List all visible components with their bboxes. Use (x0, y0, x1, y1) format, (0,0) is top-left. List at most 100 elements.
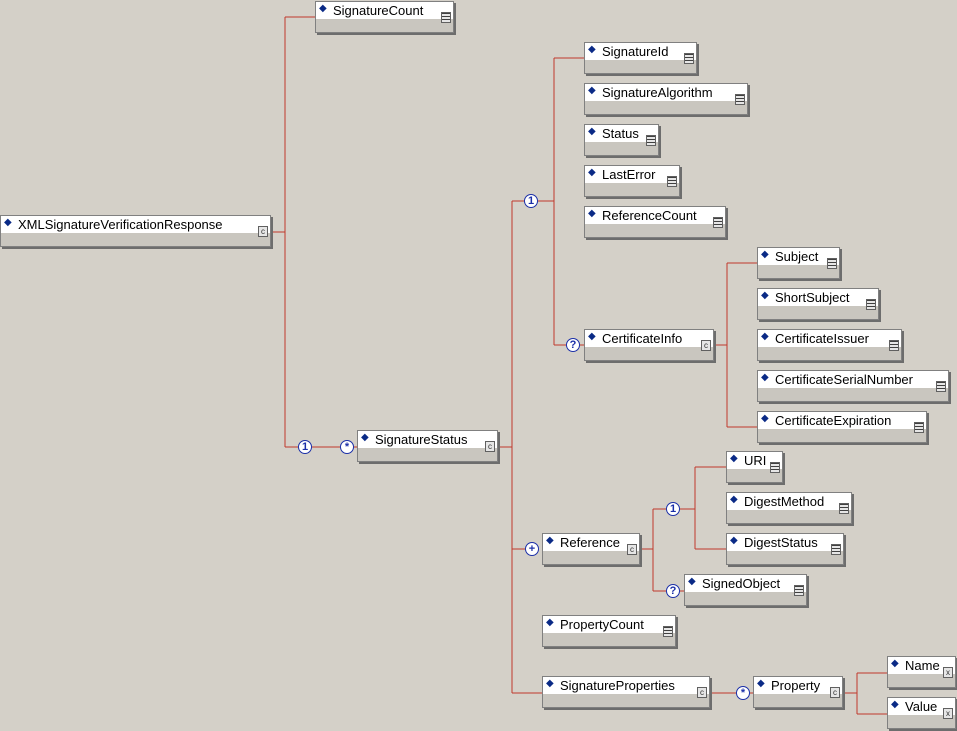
attribute-icon: x (943, 708, 953, 719)
node-label: DigestMethod (744, 494, 825, 509)
element-diamond-icon: ◆ (761, 413, 769, 424)
simple-content-icon (794, 585, 804, 596)
node-short-subject[interactable]: ◆ ShortSubject (757, 288, 879, 320)
element-diamond-icon: ◆ (588, 85, 596, 96)
node-certificate-serial-number[interactable]: ◆ CertificateSerialNumber (757, 370, 949, 402)
node-certificate-issuer[interactable]: ◆ CertificateIssuer (757, 329, 902, 361)
element-diamond-icon: ◆ (688, 576, 696, 587)
node-property-count[interactable]: ◆ PropertyCount (542, 615, 676, 647)
simple-content-icon (914, 422, 924, 433)
node-label: SignatureCount (333, 3, 424, 18)
element-diamond-icon: ◆ (588, 208, 596, 219)
node-label: PropertyCount (560, 617, 644, 632)
node-certificate-expiration[interactable]: ◆ CertificateExpiration (757, 411, 927, 443)
node-label: CertificateSerialNumber (775, 372, 913, 387)
simple-content-icon (441, 12, 451, 23)
simple-content-icon (770, 462, 780, 473)
element-diamond-icon: ◆ (546, 535, 554, 546)
element-diamond-icon: ◆ (546, 678, 554, 689)
element-diamond-icon: ◆ (588, 331, 596, 342)
node-name[interactable]: ◆ Name x (887, 656, 956, 688)
simple-content-icon (667, 176, 677, 187)
node-label: SignatureStatus (375, 432, 468, 447)
many-badge: * (340, 440, 354, 454)
node-label: DigestStatus (744, 535, 818, 550)
simple-content-icon (866, 299, 876, 310)
node-label: SignatureAlgorithm (602, 85, 713, 100)
node-property[interactable]: ◆ Property c (753, 676, 843, 708)
complex-type-icon: c (697, 687, 707, 698)
node-last-error[interactable]: ◆ LastError (584, 165, 680, 197)
simple-content-icon (889, 340, 899, 351)
node-status[interactable]: ◆ Status (584, 124, 659, 156)
element-diamond-icon: ◆ (761, 290, 769, 301)
element-diamond-icon: ◆ (730, 535, 738, 546)
node-signature-properties[interactable]: ◆ SignatureProperties c (542, 676, 710, 708)
node-signed-object[interactable]: ◆ SignedObject (684, 574, 807, 606)
node-signature-id[interactable]: ◆ SignatureId (584, 42, 697, 74)
element-diamond-icon: ◆ (757, 678, 765, 689)
one-or-more-badge: + (525, 542, 539, 556)
element-diamond-icon: ◆ (588, 126, 596, 137)
node-label: CertificateExpiration (775, 413, 892, 428)
node-signature-count[interactable]: ◆ SignatureCount (315, 1, 454, 33)
optional-badge: ? (566, 338, 580, 352)
complex-type-icon: c (485, 441, 495, 452)
node-xml-signature-verification-response[interactable]: ◆ XMLSignatureVerificationResponse c (0, 215, 271, 247)
simple-content-icon (831, 544, 841, 555)
node-reference[interactable]: ◆ Reference c (542, 533, 640, 565)
element-diamond-icon: ◆ (4, 217, 12, 228)
node-label: Name (905, 658, 940, 673)
simple-content-icon (735, 94, 745, 105)
sequence-badge: 1 (666, 502, 680, 516)
node-label: SignatureProperties (560, 678, 675, 693)
simple-content-icon (936, 381, 946, 392)
node-label: CertificateInfo (602, 331, 683, 346)
node-label: LastError (602, 167, 656, 182)
node-signature-algorithm[interactable]: ◆ SignatureAlgorithm (584, 83, 748, 115)
node-label: SignatureId (602, 44, 669, 59)
node-label: Property (771, 678, 821, 693)
optional-badge: ? (666, 584, 680, 598)
node-uri[interactable]: ◆ URI (726, 451, 783, 483)
node-digest-method[interactable]: ◆ DigestMethod (726, 492, 852, 524)
node-label: ReferenceCount (602, 208, 697, 223)
node-label: Value (905, 699, 938, 714)
node-reference-count[interactable]: ◆ ReferenceCount (584, 206, 726, 238)
node-label: Reference (560, 535, 620, 550)
node-label: SignedObject (702, 576, 781, 591)
simple-content-icon (839, 503, 849, 514)
complex-type-icon: c (830, 687, 840, 698)
simple-content-icon (684, 53, 694, 64)
node-label: XMLSignatureVerificationResponse (18, 217, 223, 232)
sequence-badge: 1 (298, 440, 312, 454)
node-value[interactable]: ◆ Value x (887, 697, 956, 729)
node-label: Subject (775, 249, 819, 264)
element-diamond-icon: ◆ (761, 372, 769, 383)
element-diamond-icon: ◆ (730, 453, 738, 464)
element-diamond-icon: ◆ (546, 617, 554, 628)
node-label: Status (602, 126, 639, 141)
element-diamond-icon: ◆ (730, 494, 738, 505)
element-diamond-icon: ◆ (891, 658, 899, 669)
complex-type-icon: c (701, 340, 711, 351)
node-subject[interactable]: ◆ Subject (757, 247, 840, 279)
element-diamond-icon: ◆ (891, 699, 899, 710)
simple-content-icon (827, 258, 837, 269)
node-label: URI (744, 453, 767, 468)
complex-type-icon: c (627, 544, 637, 555)
simple-content-icon (663, 626, 673, 637)
node-signature-status[interactable]: ◆ SignatureStatus c (357, 430, 498, 462)
element-diamond-icon: ◆ (761, 331, 769, 342)
element-diamond-icon: ◆ (588, 167, 596, 178)
node-certificate-info[interactable]: ◆ CertificateInfo c (584, 329, 714, 361)
sequence-badge: 1 (524, 194, 538, 208)
complex-type-icon: c (258, 226, 268, 237)
node-label: ShortSubject (775, 290, 850, 305)
simple-content-icon (713, 217, 723, 228)
node-label: CertificateIssuer (775, 331, 869, 346)
node-digest-status[interactable]: ◆ DigestStatus (726, 533, 844, 565)
element-diamond-icon: ◆ (588, 44, 596, 55)
many-badge: * (736, 686, 750, 700)
